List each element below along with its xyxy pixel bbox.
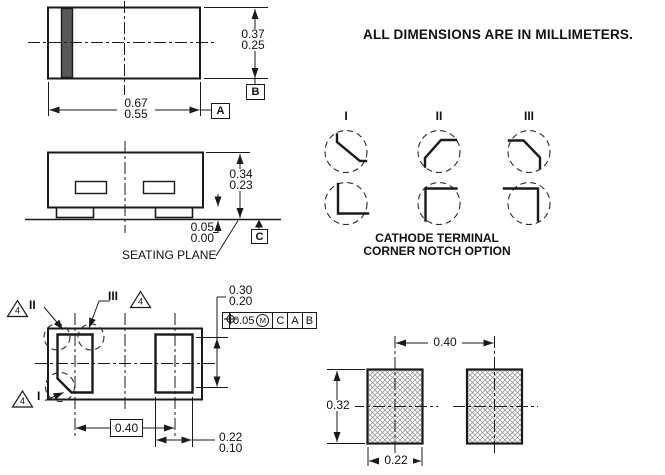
corner-i-bottom	[336, 182, 370, 215]
bottom-view-lines: 4 4 4	[6, 290, 228, 447]
leader-i	[44, 392, 64, 401]
note-flag-triangle	[129, 290, 152, 309]
corner-label-i: I	[37, 389, 41, 403]
seating-plane-label: SEATING PLANE	[122, 248, 217, 262]
notch-iii-top	[507, 139, 542, 170]
fcf-tolerance-cell: 0.05 M	[229, 313, 272, 328]
corner-iii-bottom	[502, 187, 540, 222]
leader-ii	[43, 306, 64, 330]
cathode-pad-notched	[56, 333, 94, 394]
front-view-height-dim: 0.34 0.23	[222, 168, 260, 191]
corner-label-ii: II	[29, 298, 36, 312]
terminal-foot	[55, 206, 95, 219]
option-label-ii: II	[435, 109, 443, 123]
mmc-modifier-icon: M	[256, 314, 270, 327]
units-note: ALL DIMENSIONS ARE IN MILLIMETERS.	[363, 27, 634, 42]
notch-i-top	[335, 133, 368, 163]
option-label-iii: III	[523, 109, 534, 123]
terminal-foot	[154, 206, 194, 219]
corner-ii-bottom	[424, 187, 458, 222]
datum-a-box: A	[211, 103, 230, 119]
pad-length-dim: 0.30 0.20	[229, 283, 253, 308]
fcf-datum-b: B	[301, 313, 316, 328]
note-flag-number: 4	[15, 306, 20, 316]
land-pattern-lines	[327, 336, 538, 466]
feature-control-frame: 0.05 M C A B	[222, 312, 318, 329]
top-view-height-dim: 0.37 0.25	[234, 28, 272, 51]
top-view-lines	[28, 1, 268, 116]
note-flag-number: 4	[20, 396, 25, 406]
leader-iii	[88, 300, 110, 329]
notch-caption-line2: CORNER NOTCH OPTION	[363, 244, 511, 258]
fcf-datum-a: A	[287, 313, 301, 328]
datum-c-triangle	[255, 219, 263, 228]
seating-plane-leader	[215, 220, 239, 257]
standoff-dim: 0.05 0.00	[190, 220, 214, 245]
option-label-i: I	[344, 109, 348, 123]
front-view-lines	[25, 141, 281, 257]
datum-c-box: C	[251, 229, 268, 244]
land-pitch-dim: 0.40	[428, 336, 462, 348]
land-height-dim: 0.32	[321, 399, 355, 411]
notch-caption-line1: CATHODE TERMINAL	[375, 231, 499, 245]
notch-ii-top	[423, 138, 458, 168]
fcf-datum-c: C	[272, 313, 287, 328]
detail-circle-i	[44, 371, 76, 403]
note-flag-triangle	[11, 389, 34, 408]
land-width-dim: 0.22	[379, 454, 413, 466]
note-flag-triangle	[6, 299, 29, 318]
corner-label-iii: III	[108, 289, 119, 303]
top-view-width-dim: 0.67 0.55	[117, 97, 155, 120]
pad-width-dim: 0.22 0.10	[219, 430, 243, 455]
pad-pitch-dim-boxed: 0.40	[110, 419, 143, 437]
note-flag-number: 4	[138, 297, 143, 307]
position-symbol-icon	[223, 313, 237, 328]
notch-option-lines	[324, 129, 551, 226]
datum-b-box: B	[246, 84, 265, 100]
